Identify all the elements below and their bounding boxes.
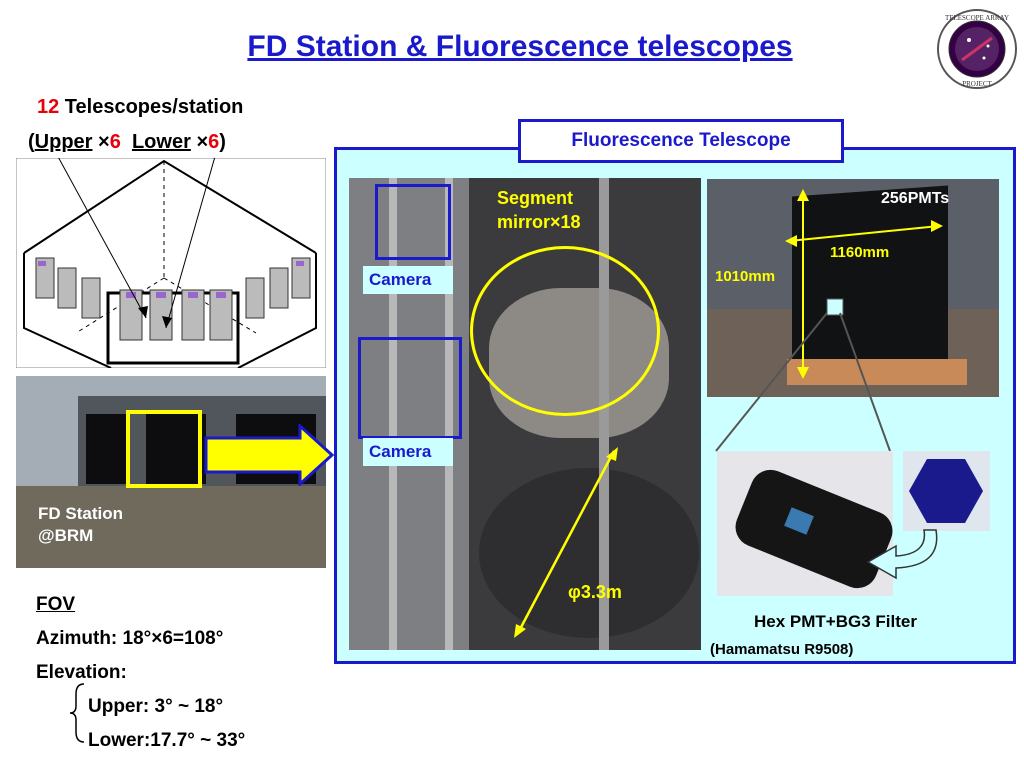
panel-title: Fluorescence Telescope — [518, 119, 844, 163]
height-label: 1010mm — [715, 268, 776, 285]
fd-station-label: FD Station — [38, 504, 123, 523]
times-sign: × — [196, 131, 209, 153]
curved-arrow-icon — [866, 529, 938, 580]
segment-line2: mirror×18 — [497, 212, 581, 232]
diameter-label: φ3.3m — [568, 582, 622, 602]
upper-lower-breakdown: (Upper ×6 Lower ×6) — [28, 131, 226, 154]
open-paren: ( — [28, 131, 35, 153]
elevation-lower: Lower:17.7° ~ 33° — [88, 730, 246, 751]
slide-title: FD Station & Fluorescence telescopes — [247, 30, 793, 63]
svg-text:TELESCOPE ARRAY: TELESCOPE ARRAY — [945, 14, 1009, 22]
telescope-array-project-logo: TELESCOPE ARRAY PROJECT — [937, 9, 1017, 89]
close-paren: ) — [219, 131, 226, 153]
pmt-model: (Hamamatsu R9508) — [710, 641, 854, 658]
segment-line1: Segment — [497, 188, 574, 208]
station-layout-diagram — [16, 158, 326, 368]
brm-label: @BRM — [38, 526, 94, 545]
pmt-caption: Hex PMT+BG3 Filter — [754, 612, 917, 631]
camera-top-box — [375, 184, 451, 260]
diameter-arrow-icon — [514, 447, 618, 638]
brace-icon — [69, 683, 85, 743]
bg3-filter-photo — [903, 451, 990, 531]
camera-bottom-label: Camera — [363, 438, 453, 466]
pmt-dimension-lines — [785, 189, 943, 379]
width-label: 1160mm — [830, 244, 890, 261]
lower-label: Lower — [131, 131, 191, 153]
camera-top-label: Camera — [363, 266, 453, 294]
segment-mirror-circle — [470, 246, 660, 416]
camera-bottom-box — [358, 337, 462, 439]
upper-label: Upper — [34, 131, 93, 153]
elevation-upper: Upper: 3° ~ 18° — [88, 696, 224, 717]
svg-text:PROJECT: PROJECT — [962, 80, 992, 88]
azimuth-text: Azimuth: 18°×6=108° — [36, 628, 224, 649]
fd-station-photo: FD Station @BRM — [16, 376, 326, 568]
telescope-count: 12 — [37, 96, 60, 118]
fov-heading: FOV — [36, 594, 76, 615]
times-sign: × — [98, 131, 110, 153]
zoom-lines — [715, 312, 891, 452]
telescopes-per-station: 12 Telescopes/station — [37, 96, 243, 119]
arrow-right-icon — [204, 424, 334, 486]
pmt-camera-photo — [707, 179, 999, 397]
elevation-text: Elevation: — [36, 662, 127, 683]
upper-count: 6 — [109, 131, 121, 153]
pmt-photo — [717, 451, 893, 596]
pmts-label: 256PMTs — [881, 190, 950, 207]
segment-mirror-label: Segment mirror×18 — [497, 186, 581, 234]
fov-block: FOV Azimuth: 18°×6=108° Elevation: Upper… — [36, 588, 245, 758]
telescopes-label: Telescopes/station — [59, 96, 244, 118]
lower-count: 6 — [208, 131, 220, 153]
